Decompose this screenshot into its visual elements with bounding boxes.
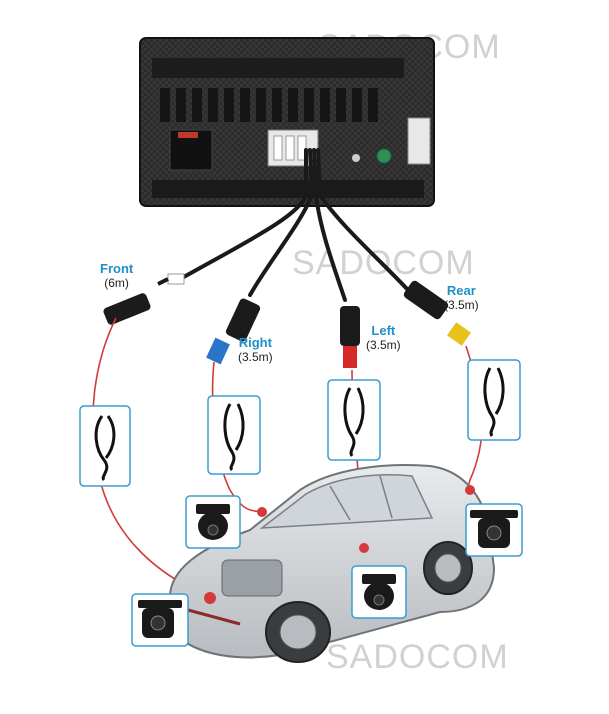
camera-right-box xyxy=(185,495,241,549)
cable-coil-rear xyxy=(467,359,521,441)
label-front: Front (6m) xyxy=(100,261,134,291)
label-right-name: Right xyxy=(238,335,272,350)
camera-left-box xyxy=(351,565,407,619)
watermark-bottom: SADOCOM xyxy=(326,638,509,676)
label-left-length: (3.5m) xyxy=(366,338,401,352)
harness-cables xyxy=(180,148,410,302)
cable-coil-right xyxy=(207,395,261,475)
label-rear-length: (3.5m) xyxy=(444,298,479,312)
label-rear: Rear (3.5m) xyxy=(444,283,479,313)
cable-coil-left xyxy=(327,379,381,461)
label-right-length: (3.5m) xyxy=(238,350,273,364)
connector-front xyxy=(103,273,185,325)
head-unit-icon xyxy=(139,37,435,207)
cable-coil-front xyxy=(79,405,131,487)
label-front-length: (6m) xyxy=(104,276,129,290)
connector-rear xyxy=(403,280,471,346)
connector-right xyxy=(206,298,261,365)
label-rear-name: Rear xyxy=(446,283,476,298)
label-right: Right (3.5m) xyxy=(238,335,273,365)
label-front-name: Front xyxy=(100,261,134,276)
connector-left xyxy=(340,306,360,368)
camera-front-box xyxy=(131,593,189,647)
label-left-name: Left xyxy=(371,323,396,338)
car-icon xyxy=(168,464,496,663)
label-left: Left (3.5m) xyxy=(366,323,401,353)
camera-rear-box xyxy=(465,503,523,557)
